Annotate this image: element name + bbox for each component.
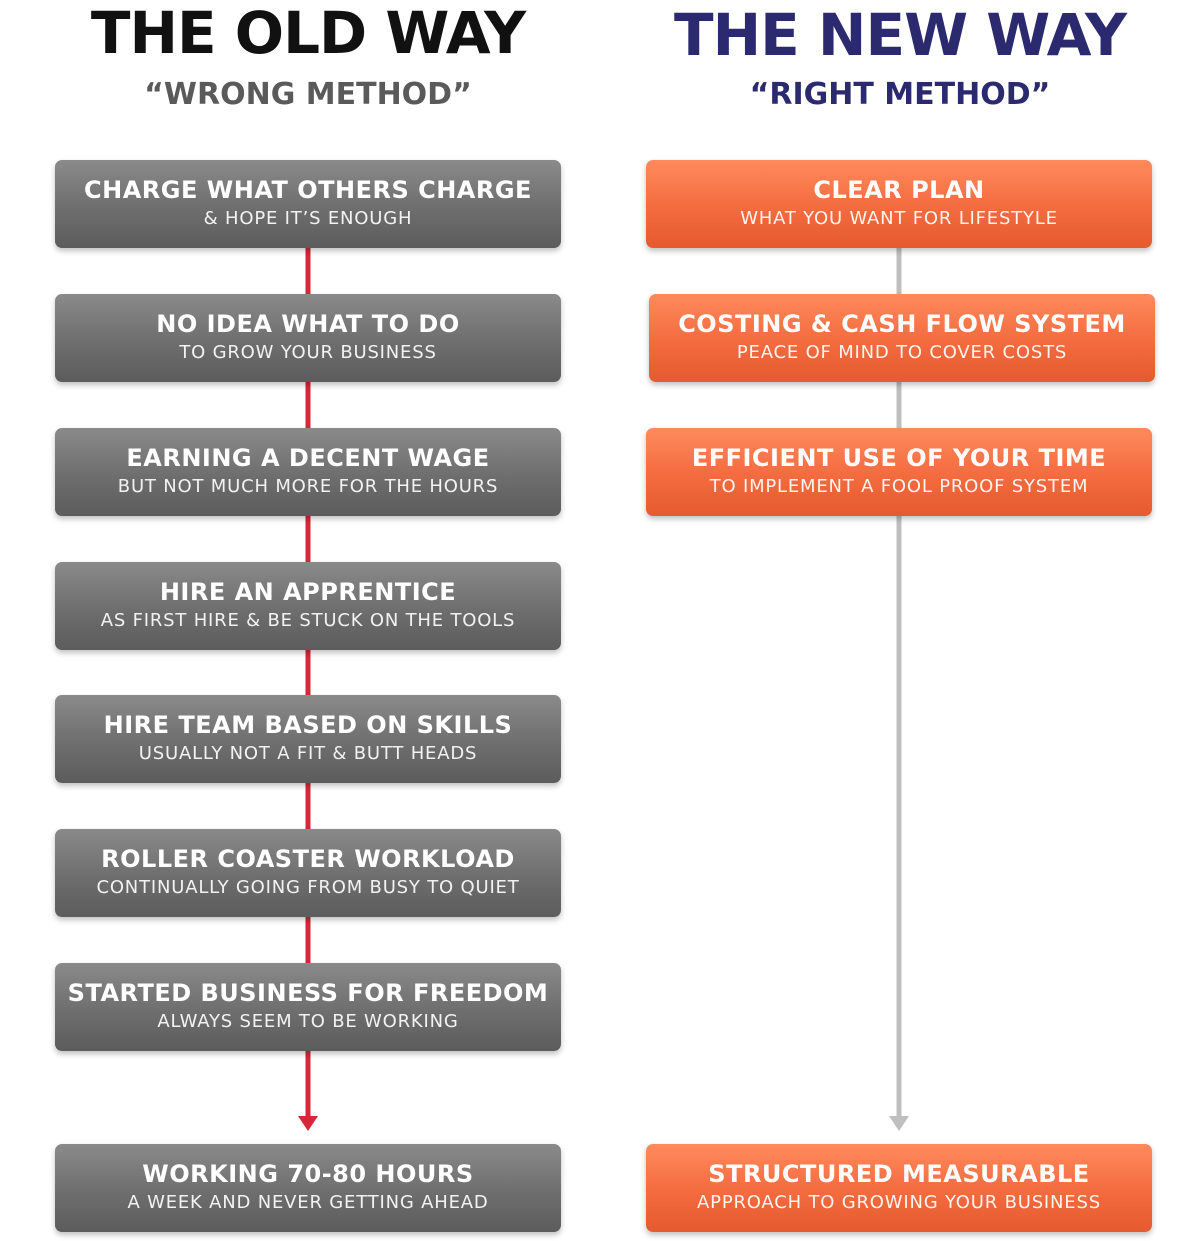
new-way-arrowhead xyxy=(889,1116,909,1131)
new-way-result: STRUCTURED MEASURABLE APPROACH TO GROWIN… xyxy=(646,1144,1152,1232)
old-way-step-3: EARNING A DECENT WAGE BUT NOT MUCH MORE … xyxy=(55,428,561,516)
step-subtext: WHAT YOU WANT FOR LIFESTYLE xyxy=(740,207,1058,229)
old-way-result: WORKING 70-80 HOURS A WEEK AND NEVER GET… xyxy=(55,1144,561,1232)
step-heading: HIRE AN APPRENTICE xyxy=(159,578,457,607)
old-way-title: THE OLD WAY xyxy=(90,0,526,67)
step-subtext: TO IMPLEMENT A FOOL PROOF SYSTEM xyxy=(709,475,1089,497)
result-subtext: A WEEK AND NEVER GETTING AHEAD xyxy=(127,1191,489,1213)
old-way-step-6: ROLLER COASTER WORKLOAD CONTINUALLY GOIN… xyxy=(55,829,561,917)
step-heading: CLEAR PLAN xyxy=(813,176,985,205)
step-subtext: TO GROW YOUR BUSINESS xyxy=(179,341,437,363)
step-heading: COSTING & CASH FLOW SYSTEM xyxy=(678,310,1126,339)
result-subtext: APPROACH TO GROWING YOUR BUSINESS xyxy=(697,1191,1101,1213)
new-way-title: THE NEW WAY xyxy=(674,1,1127,69)
result-heading: STRUCTURED MEASURABLE xyxy=(708,1160,1090,1189)
step-heading: HIRE TEAM BASED ON SKILLS xyxy=(103,711,513,740)
old-way-step-5: HIRE TEAM BASED ON SKILLS USUALLY NOT A … xyxy=(55,695,561,783)
step-heading: EFFICIENT USE OF YOUR TIME xyxy=(691,444,1107,473)
step-subtext: CONTINUALLY GOING FROM BUSY TO QUIET xyxy=(96,876,520,898)
step-heading: STARTED BUSINESS FOR FREEDOM xyxy=(67,979,549,1008)
old-way-step-2: NO IDEA WHAT TO DO TO GROW YOUR BUSINESS xyxy=(55,294,561,382)
new-way-step-3: EFFICIENT USE OF YOUR TIME TO IMPLEMENT … xyxy=(646,428,1152,516)
old-way-arrowhead xyxy=(298,1116,318,1131)
new-way-subtitle: “RIGHT METHOD” xyxy=(749,77,1051,112)
old-way-step-4: HIRE AN APPRENTICE AS FIRST HIRE & BE ST… xyxy=(55,562,561,650)
step-heading: EARNING A DECENT WAGE xyxy=(126,444,490,473)
step-heading: CHARGE WHAT OTHERS CHARGE xyxy=(84,176,532,205)
step-subtext: ALWAYS SEEM TO BE WORKING xyxy=(157,1010,459,1032)
old-way-step-1: CHARGE WHAT OTHERS CHARGE & HOPE IT’S EN… xyxy=(55,160,561,248)
step-heading: NO IDEA WHAT TO DO xyxy=(156,310,460,339)
step-subtext: USUALLY NOT A FIT & BUTT HEADS xyxy=(138,742,478,764)
step-subtext: BUT NOT MUCH MORE FOR THE HOURS xyxy=(117,475,499,497)
new-way-step-2: COSTING & CASH FLOW SYSTEM PEACE OF MIND… xyxy=(649,294,1155,382)
result-heading: WORKING 70-80 HOURS xyxy=(142,1160,474,1189)
new-way-step-1: CLEAR PLAN WHAT YOU WANT FOR LIFESTYLE xyxy=(646,160,1152,248)
step-subtext: & HOPE IT’S ENOUGH xyxy=(203,207,413,229)
old-way-subtitle: “WRONG METHOD” xyxy=(144,77,472,112)
step-subtext: AS FIRST HIRE & BE STUCK ON THE TOOLS xyxy=(100,609,516,631)
old-way-step-7: STARTED BUSINESS FOR FREEDOM ALWAYS SEEM… xyxy=(55,963,561,1051)
step-subtext: PEACE OF MIND TO COVER COSTS xyxy=(736,341,1068,363)
step-heading: ROLLER COASTER WORKLOAD xyxy=(101,845,515,874)
